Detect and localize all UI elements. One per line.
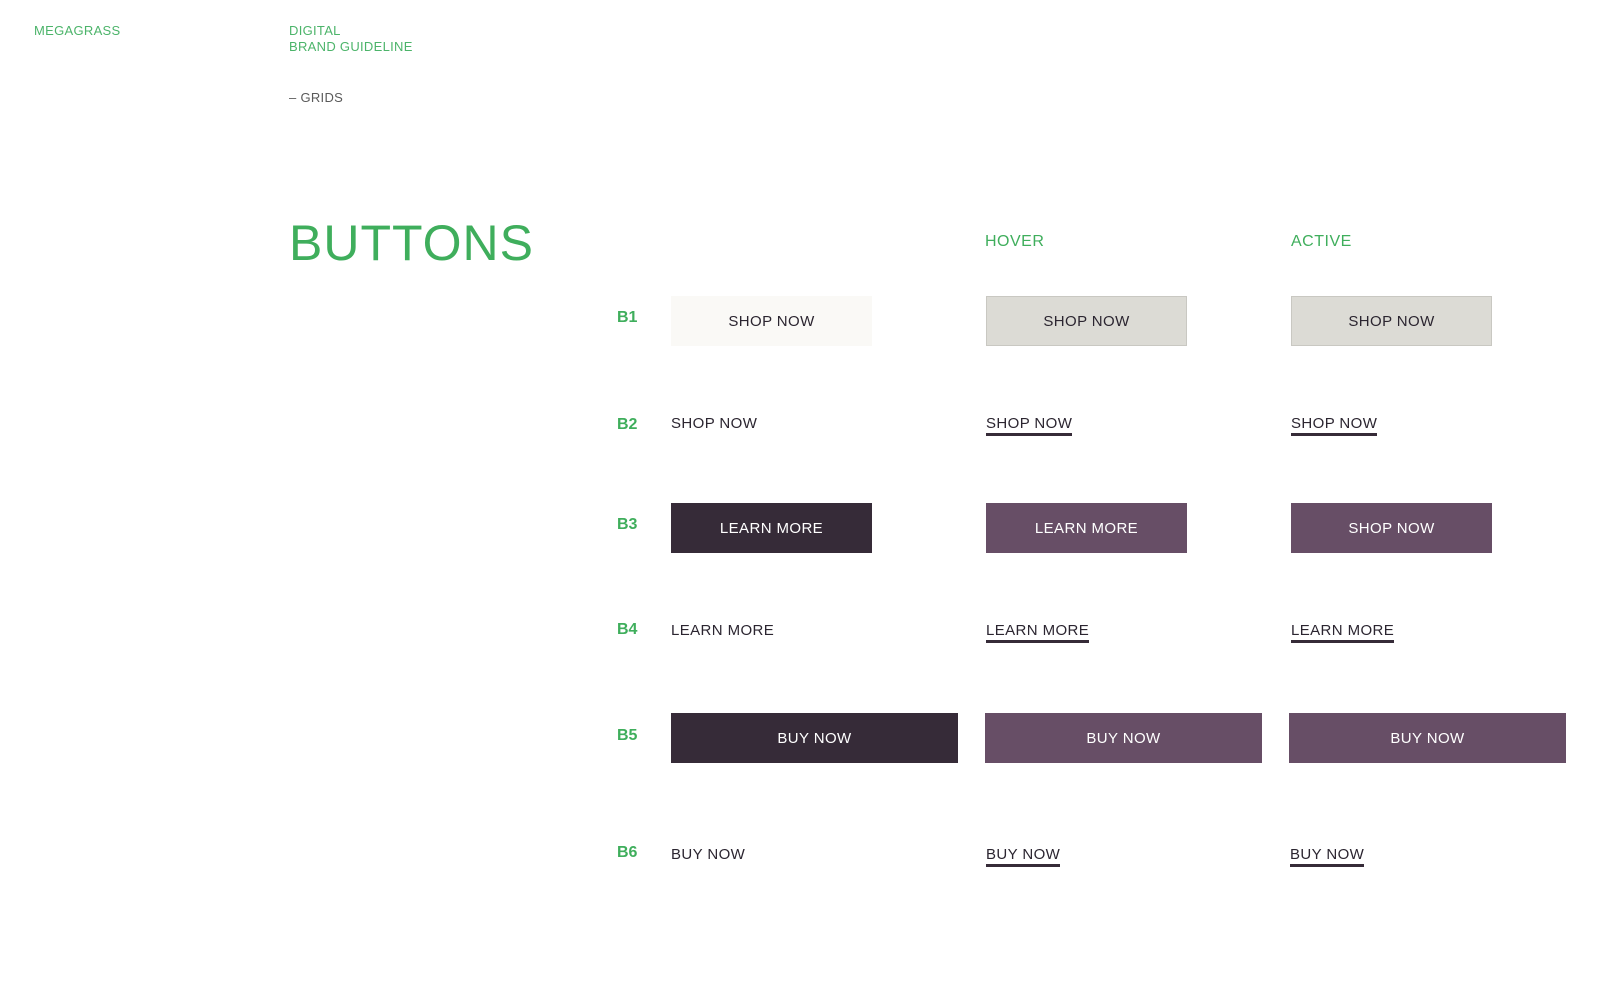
b4-default-link[interactable]: LEARN MORE xyxy=(671,622,775,639)
b1-default-button[interactable]: SHOP NOW xyxy=(671,296,872,346)
b4-hover-link-label: LEARN MORE xyxy=(986,622,1090,643)
row-label-b4: B4 xyxy=(617,621,638,638)
b1-active-button[interactable]: SHOP NOW xyxy=(1291,296,1492,346)
column-header-active: ACTIVE xyxy=(1291,233,1352,250)
b5-hover-button[interactable]: BUY NOW xyxy=(985,713,1262,763)
b2-hover-link[interactable]: SHOP NOW xyxy=(986,415,1073,442)
b3-hover-button[interactable]: LEARN MORE xyxy=(986,503,1187,553)
row-label-b5: B5 xyxy=(617,727,638,744)
b5-active-button[interactable]: BUY NOW xyxy=(1289,713,1566,763)
b5-default-button[interactable]: BUY NOW xyxy=(671,713,958,763)
section-subtitle: – GRIDS xyxy=(289,90,344,105)
b6-hover-link-label: BUY NOW xyxy=(986,846,1061,867)
b3-default-button[interactable]: LEARN MORE xyxy=(671,503,872,553)
b2-active-link[interactable]: SHOP NOW xyxy=(1291,415,1378,442)
b6-active-link[interactable]: BUY NOW xyxy=(1290,846,1365,873)
document-title-line2: BRAND GUIDELINE xyxy=(289,39,413,54)
column-header-hover: HOVER xyxy=(985,233,1045,250)
row-label-b1: B1 xyxy=(617,309,638,326)
row-label-b6: B6 xyxy=(617,844,638,861)
document-title-line1: DIGITAL xyxy=(289,23,341,38)
b6-default-link[interactable]: BUY NOW xyxy=(671,846,746,863)
page-title: BUTTONS xyxy=(289,215,534,271)
b4-hover-link[interactable]: LEARN MORE xyxy=(986,622,1090,649)
b4-active-link[interactable]: LEARN MORE xyxy=(1291,622,1395,649)
b2-active-link-label: SHOP NOW xyxy=(1291,415,1378,436)
b6-hover-link[interactable]: BUY NOW xyxy=(986,846,1061,873)
document-title: DIGITAL BRAND GUIDELINE xyxy=(289,23,413,55)
b2-default-link[interactable]: SHOP NOW xyxy=(671,415,758,432)
row-label-b3: B3 xyxy=(617,516,638,533)
b4-active-link-label: LEARN MORE xyxy=(1291,622,1395,643)
brand-name: MEGAGRASS xyxy=(34,23,121,38)
row-label-b2: B2 xyxy=(617,416,638,433)
b6-active-link-label: BUY NOW xyxy=(1290,846,1365,867)
b2-hover-link-label: SHOP NOW xyxy=(986,415,1073,436)
b1-hover-button[interactable]: SHOP NOW xyxy=(986,296,1187,346)
b3-active-button[interactable]: SHOP NOW xyxy=(1291,503,1492,553)
